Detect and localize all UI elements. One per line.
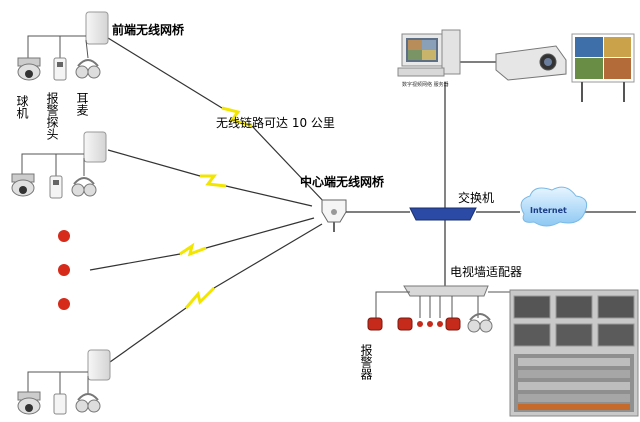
red-dot <box>58 264 70 276</box>
alarm-probe-label: 报警探头 <box>45 91 59 140</box>
video-server-workstation: 数字视频网络 服务器 <box>397 29 461 88</box>
center-bridge-label: 中心端无线网桥 <box>300 174 385 189</box>
front-bridge-device <box>83 131 107 163</box>
front-bridge-device <box>87 349 111 381</box>
tv-wall <box>509 289 639 417</box>
front-site-2 <box>11 131 107 199</box>
projector-icon <box>495 45 567 81</box>
front-bridge-device <box>85 11 109 45</box>
red-dot <box>417 321 423 327</box>
switch-icon <box>409 207 477 221</box>
alarm-probe-icon <box>49 175 63 199</box>
alarm-probe-icon <box>53 393 67 415</box>
center-bridge: 中心端无线网桥 <box>300 174 385 232</box>
dome-camera-label: 球机 <box>15 95 29 119</box>
switch-label: 交换机 <box>458 190 494 205</box>
alarm-icon <box>445 317 461 331</box>
more-sites-dots <box>58 230 70 310</box>
dome-camera-icon <box>17 391 41 415</box>
red-dot <box>427 321 433 327</box>
earphone-icon <box>467 313 493 333</box>
center-bridge-antenna-icon <box>321 199 347 232</box>
front-site-1: 前端无线网桥 球机 报警探头 耳麦 <box>15 11 185 140</box>
front-bridge-label: 前端无线网桥 <box>112 22 185 37</box>
alarm-icon <box>367 317 383 331</box>
internet-cloud: Internet <box>520 186 588 227</box>
earphone-label: 耳麦 <box>75 92 89 117</box>
tv-wall-adapter-label: 电视墙适配器 <box>450 264 522 279</box>
keyboard-icon <box>397 67 445 77</box>
alarm-icon <box>397 317 413 331</box>
internet-label: Internet <box>530 206 567 215</box>
cloud-icon <box>520 186 588 227</box>
red-dot <box>58 298 70 310</box>
adapter-device-icon <box>403 285 489 297</box>
earphone-icon <box>71 177 97 197</box>
wireless-link-top <box>107 37 327 205</box>
earphone-icon <box>75 393 101 413</box>
tv-wall-monitors <box>513 295 635 347</box>
red-dot <box>437 321 443 327</box>
front-site-3 <box>17 349 111 415</box>
alarm-probe-icon <box>53 57 67 81</box>
alarm-label: 报警器 <box>359 343 373 381</box>
earphone-icon <box>75 59 101 79</box>
link-range-label: 无线链路可达 10 公里 <box>216 115 335 130</box>
server-tower <box>441 29 461 75</box>
wireless-links <box>89 37 327 363</box>
wireless-link-2 <box>107 149 313 207</box>
dome-camera-icon <box>17 57 41 81</box>
tv-wall-adapter: 电视墙适配器 报警器 <box>359 264 522 381</box>
tv-wall-equipment-racks <box>514 354 634 412</box>
network-switch: 交换机 <box>409 190 494 221</box>
display-screen-icon <box>571 33 635 102</box>
wireless-link-bottom <box>109 223 323 363</box>
red-dot <box>58 230 70 242</box>
dome-camera-icon <box>11 173 35 197</box>
wireless-link-3 <box>89 217 315 271</box>
server-caption: 数字视频网络 服务器 <box>402 81 449 88</box>
